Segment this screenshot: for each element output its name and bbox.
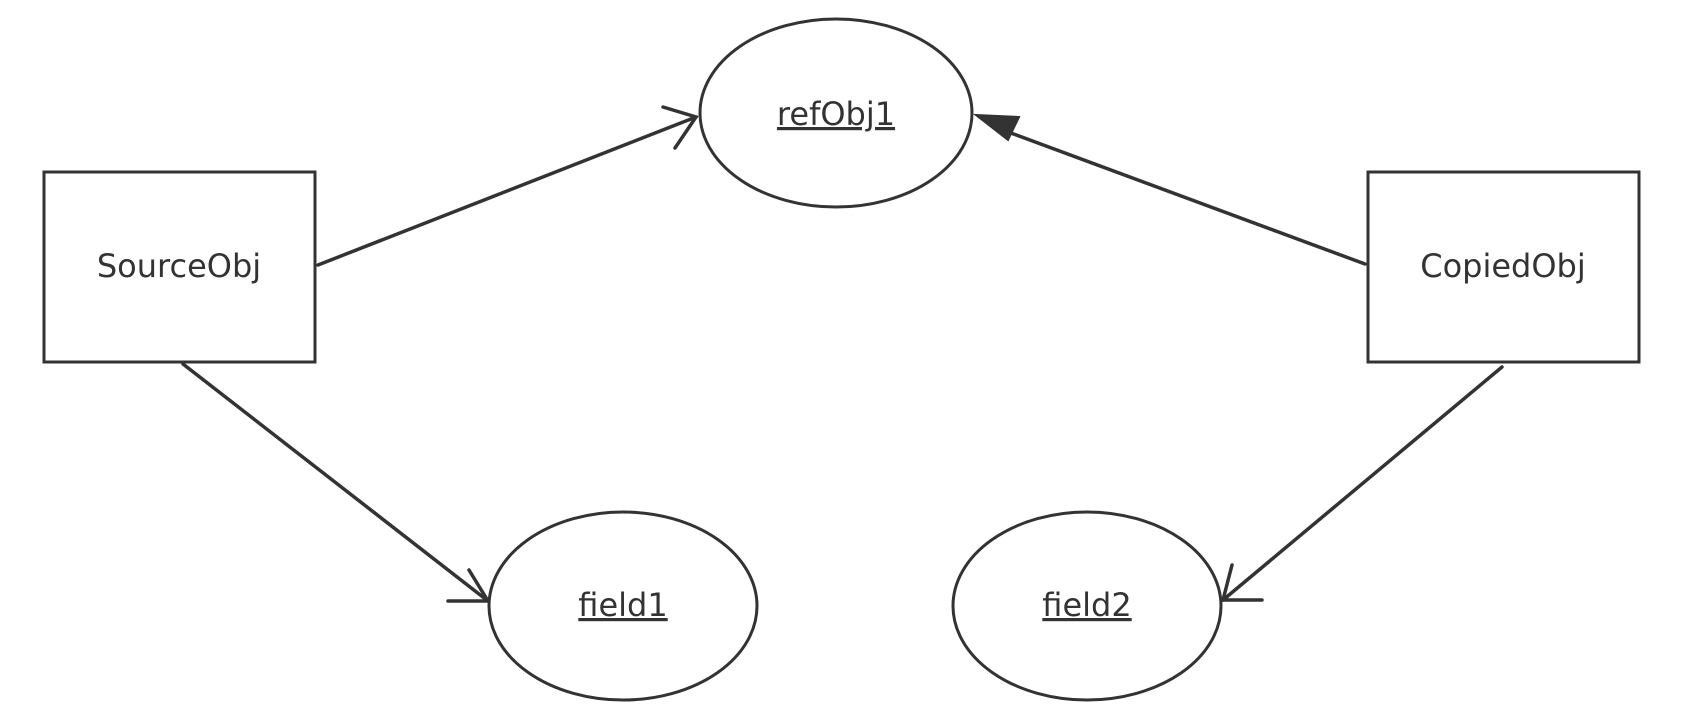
edge-sourceobj-to-field1 bbox=[181, 362, 490, 603]
edge-copiedobj-to-refobj1 bbox=[998, 127, 1367, 266]
copiedobj-box bbox=[1366, 170, 1641, 364]
filled-arrowhead bbox=[972, 113, 1021, 142]
open-arrowhead bbox=[661, 105, 699, 150]
edges bbox=[181, 105, 1504, 603]
field1-label: field1 bbox=[578, 586, 667, 624]
field2-label: field2 bbox=[1042, 586, 1131, 624]
copiedobj-label: CopiedObj bbox=[1420, 247, 1586, 285]
node-refobj1: refObj1 bbox=[698, 17, 974, 209]
sourceobj-box bbox=[42, 170, 317, 364]
edge-sourceobj-to-refobj1 bbox=[316, 115, 698, 267]
refobj1-ellipse bbox=[698, 17, 974, 209]
node-field1: field1 bbox=[487, 510, 759, 702]
node-field2: field2 bbox=[951, 510, 1223, 702]
field2-ellipse bbox=[951, 510, 1223, 702]
open-arrowhead bbox=[1220, 563, 1264, 602]
node-copiedobj: CopiedObj bbox=[1366, 170, 1641, 364]
edge-copiedobj-to-field2 bbox=[1221, 365, 1504, 602]
sourceobj-label: SourceObj bbox=[97, 247, 261, 285]
field1-ellipse bbox=[487, 510, 759, 702]
refobj1-label: refObj1 bbox=[777, 95, 895, 133]
node-sourceobj: SourceObj bbox=[42, 170, 317, 364]
